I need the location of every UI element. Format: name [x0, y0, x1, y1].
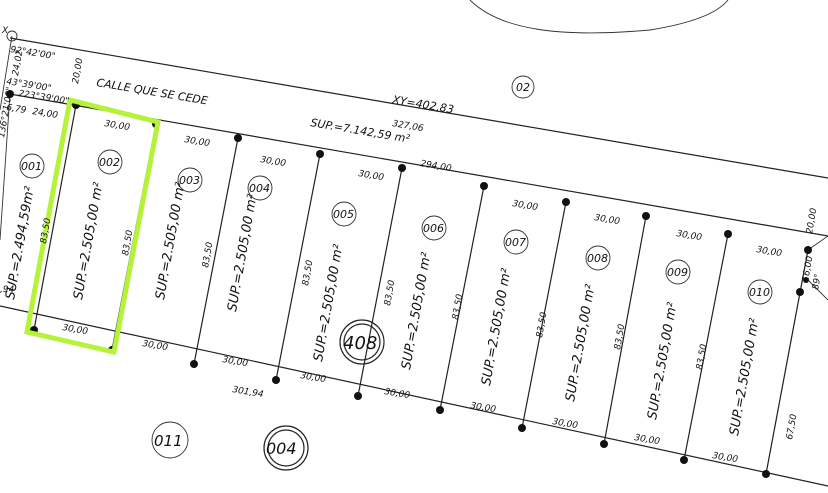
right-lot-edge	[807, 279, 828, 301]
lot-002-back: 30,00	[62, 323, 89, 337]
lot-005-side: 83,50	[301, 259, 315, 286]
corner-dist-2: 24,00	[32, 107, 59, 121]
street-xy: XY=402,83	[391, 93, 455, 116]
lot-001-circle	[19, 153, 45, 179]
street-width-left: 20,00	[71, 57, 85, 84]
lot-005-id: 005	[333, 208, 354, 221]
lot-006-circle	[421, 215, 447, 241]
lot-002-side: 83,50	[121, 229, 135, 256]
right-angle-1: 89°	[811, 273, 824, 290]
lot-003-circle	[177, 167, 203, 193]
lots-back-line	[0, 305, 828, 487]
corner-dist-5: ,94	[0, 285, 15, 295]
block-004-label: 004	[266, 439, 297, 458]
lot-002-circle	[97, 149, 123, 175]
lot-005-circle	[331, 201, 357, 227]
lot-007-sup: SUP.=2.505,00 m²	[479, 267, 514, 387]
lot-001-id: 001	[21, 160, 42, 173]
lot-002-sup: SUP.=2.505,00 m²	[71, 181, 106, 301]
lot-001-sup: SUP.=2.494,59m²	[3, 185, 38, 300]
block-408-label: 408	[343, 333, 377, 354]
lot-003-front: 30,00	[184, 135, 211, 149]
lot-010-id: 010	[749, 286, 770, 299]
corner-dist-3: 6,79	[6, 103, 28, 116]
lot-007-id: 007	[505, 236, 526, 249]
lot-010-circle	[747, 279, 773, 305]
street-top-line	[9, 37, 828, 179]
lot-009-sup: SUP.=2.505,00 m²	[645, 301, 680, 421]
left-lot-edge	[0, 93, 11, 241]
lot-008-front: 30,00	[594, 213, 621, 227]
lot-006-id: 006	[423, 222, 444, 235]
lot-007-circle	[503, 229, 529, 255]
block-408-inner	[343, 323, 381, 361]
lot-010-side: 83,50	[695, 343, 709, 370]
lot-006-side: 83,50	[383, 279, 397, 306]
right-edge-line	[807, 235, 828, 251]
lot-004-front: 30,00	[260, 155, 287, 169]
lot-003-side: 83,50	[201, 241, 215, 268]
block-011-label: 011	[154, 432, 183, 450]
corner-dist-1: 24,02	[11, 49, 25, 76]
lot-009-circle	[665, 259, 691, 285]
lot-004-circle	[247, 175, 273, 201]
lot-008-side: 83,50	[535, 311, 549, 338]
lot-010-back: 30,00	[712, 451, 739, 465]
left-edge-line	[0, 35, 13, 111]
lot-007-back: 30,00	[470, 401, 497, 415]
lot-005-back: 30,00	[300, 371, 327, 385]
lot-006-back: 30,00	[384, 387, 411, 401]
right-dist-1: 16,00	[801, 255, 815, 282]
reference-crosshair	[6, 30, 18, 42]
block-408-outer	[339, 319, 385, 365]
block-011-circle	[151, 421, 189, 459]
block-02-circle	[511, 75, 535, 99]
lot-009-id: 009	[667, 266, 688, 279]
lot-009-front: 30,00	[676, 229, 703, 243]
lot-006-sup: SUP.=2.505,00 m²	[399, 251, 434, 371]
lot-001-side: 83,50	[39, 217, 53, 244]
lot-008-circle	[585, 245, 611, 271]
lot-008-id: 008	[587, 252, 608, 265]
block-02-label: 02	[516, 81, 530, 94]
street-width-right: 20,00	[805, 207, 819, 234]
lot-004-back: 30,00	[222, 355, 249, 369]
street-length-mid: 294,00	[420, 159, 453, 174]
lot-002-front: 30,00	[104, 119, 131, 133]
lot-008-sup: SUP.=2.505,00 m²	[563, 283, 598, 403]
lot-003-id: 003	[179, 174, 200, 187]
lot-010-front: 30,00	[756, 245, 783, 259]
lot-007-side: 83,50	[451, 293, 465, 320]
street-name: CALLE QUE SE CEDE	[96, 76, 209, 107]
curved-block-outline	[469, 0, 729, 34]
block-004-outer	[263, 425, 309, 471]
lot-003-sup: SUP.=2.505,00 m²	[153, 181, 188, 301]
right-dist-2: 67,50	[785, 413, 799, 440]
lot-010-sup: SUP.=2.505,00 m²	[727, 317, 762, 437]
lot-007-front: 30,00	[512, 199, 539, 213]
corner-x: X	[1, 26, 9, 36]
block-004-inner	[267, 429, 305, 467]
lot-005-front: 30,00	[358, 169, 385, 183]
lot-003-back: 30,00	[142, 339, 169, 353]
lot-009-back: 30,00	[634, 433, 661, 447]
lot-008-back: 30,00	[552, 417, 579, 431]
lot-009-side: 83,50	[613, 323, 627, 350]
lot-002-highlight[interactable]	[24, 96, 161, 356]
bottom-length: 301,94	[232, 385, 265, 400]
lot-005-sup: SUP.=2.505,00 m²	[311, 243, 346, 363]
lot-004-sup: SUP.=2.505,00 m²	[225, 193, 260, 313]
lot-004-id: 004	[249, 182, 270, 195]
lot-002-id: 002	[99, 156, 120, 169]
